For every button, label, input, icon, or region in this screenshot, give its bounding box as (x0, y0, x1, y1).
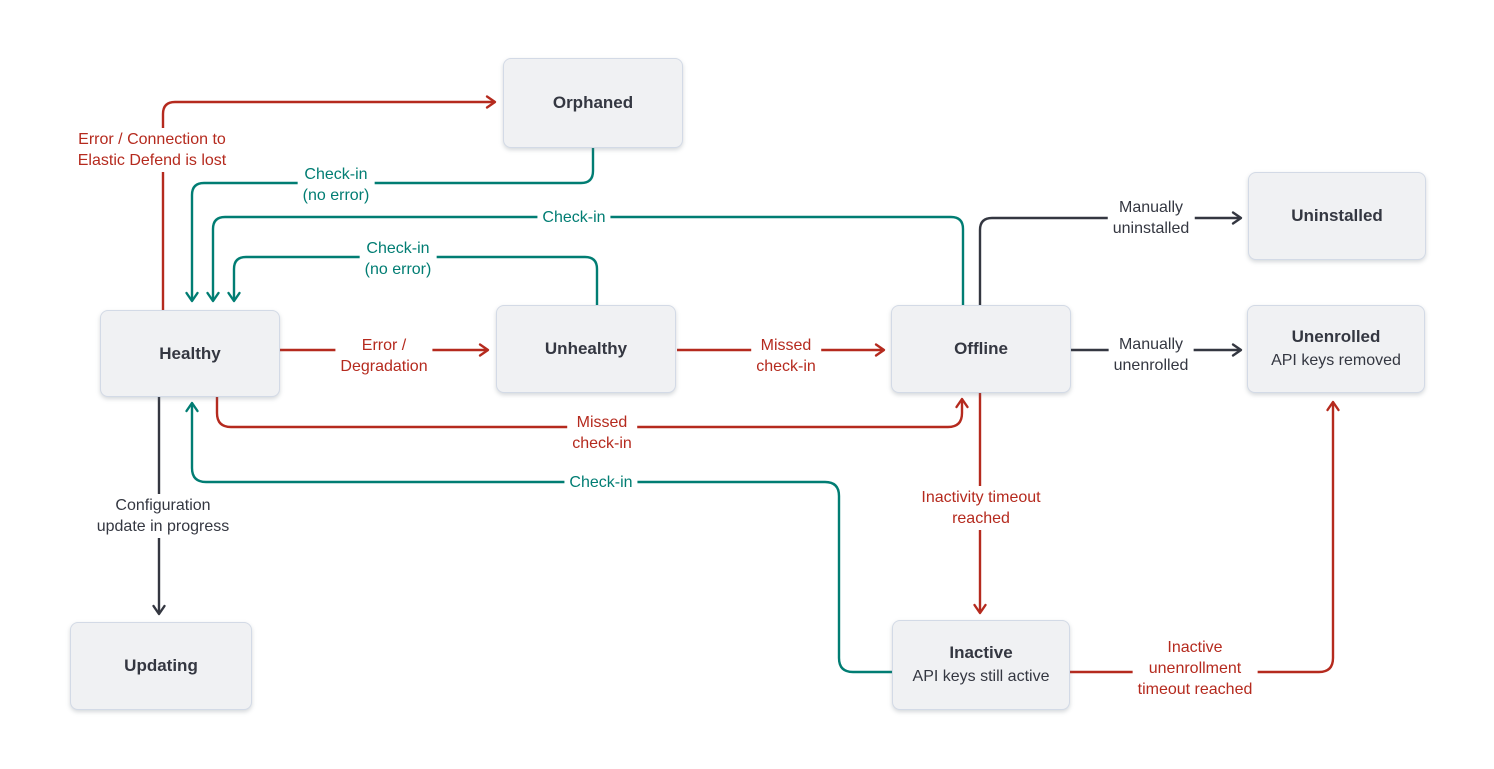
state-subtitle-inactive: API keys still active (912, 668, 1050, 685)
edge-label-line: check-in (756, 358, 816, 375)
edge-label-line: unenrollment (1148, 660, 1242, 677)
state-box-orphaned: Orphaned (503, 58, 683, 148)
state-title-updating: Updating (124, 656, 198, 675)
edge-label-line: Degradation (340, 358, 428, 375)
edge-label-line: reached (952, 510, 1010, 527)
edge-label-line: Check-in (569, 474, 633, 491)
state-title-inactive: Inactive (949, 643, 1013, 662)
edge-label-line: Check-in (542, 209, 606, 226)
edge-label-missed-check-in-upper: Missed check-in (751, 334, 821, 378)
edge-label-inactive-unenrollment: Inactive unenrollment timeout reached (1132, 636, 1258, 701)
edge-label-inactivity-timeout: Inactivity timeout reached (916, 486, 1046, 530)
edge-label-line: Configuration (115, 497, 211, 514)
state-box-offline: Offline (891, 305, 1071, 393)
edge-label-check-in-no-error-unhealthy: Check-in (no error) (359, 237, 437, 281)
edge-label-configuration-update: Configuration update in progress (91, 494, 235, 538)
edge-label-manually-unenrolled: Manually unenrolled (1108, 333, 1194, 377)
edge-label-line: Missed (576, 414, 628, 431)
edge-label-manually-uninstalled: Manually uninstalled (1107, 196, 1195, 240)
edge-label-line: Inactivity timeout (921, 489, 1041, 506)
edge-label-line: Check-in (304, 166, 368, 183)
state-box-uninstalled: Uninstalled (1248, 172, 1426, 260)
state-title-healthy: Healthy (159, 343, 221, 363)
edge-inactive-to-healthy (185, 401, 892, 674)
state-title-offline: Offline (954, 339, 1008, 358)
edge-label-line: (no error) (302, 187, 370, 204)
state-title-unenrolled: Unenrolled (1291, 327, 1381, 346)
edge-offline-to-uninstalled (978, 211, 1243, 305)
edge-label-line: (no error) (364, 261, 432, 278)
edge-inactive-to-unenrolled (1070, 400, 1340, 674)
state-title-uninstalled: Uninstalled (1291, 206, 1383, 225)
edge-label-line: unenrolled (1113, 357, 1189, 374)
edge-label-line: Check-in (366, 240, 430, 257)
edge-offline-to-healthy (206, 215, 965, 305)
state-subtitle-unenrolled: API keys removed (1271, 352, 1401, 369)
state-box-unhealthy: Unhealthy (496, 305, 676, 393)
edge-label-line: uninstalled (1112, 220, 1190, 237)
state-title-orphaned: Orphaned (552, 93, 634, 112)
state-title-unhealthy: Unhealthy (544, 339, 628, 358)
edge-label-line: Inactive (1167, 639, 1223, 656)
edge-label-line: check-in (572, 435, 632, 452)
edge-label-error-connection-lost: Error / Connection to Elastic Defend is l… (72, 128, 232, 172)
edge-label-line: Manually (1118, 199, 1184, 216)
edge-label-check-in-offline: Check-in (537, 206, 611, 229)
edge-label-line: update in progress (96, 518, 230, 535)
edge-orphaned-to-healthy (185, 148, 595, 303)
edge-label-line: Elastic Defend is lost (77, 152, 227, 169)
edge-healthy-to-orphaned (161, 95, 497, 310)
edge-label-error-degradation: Error / Degradation (335, 334, 433, 378)
state-box-updating: Updating (70, 622, 252, 710)
edge-label-missed-check-in-lower: Missed check-in (567, 411, 637, 455)
edge-label-line: timeout reached (1137, 681, 1253, 698)
edge-label-line: Missed (760, 337, 812, 354)
edge-label-check-in-inactive: Check-in (564, 471, 638, 494)
edge-label-line: Error / (361, 337, 407, 354)
edge-label-check-in-no-error-orphaned: Check-in (no error) (297, 163, 375, 207)
edge-label-line: Manually (1118, 336, 1184, 353)
edge-label-line: Error / Connection to (78, 131, 226, 148)
state-box-healthy: Healthy (100, 310, 280, 397)
